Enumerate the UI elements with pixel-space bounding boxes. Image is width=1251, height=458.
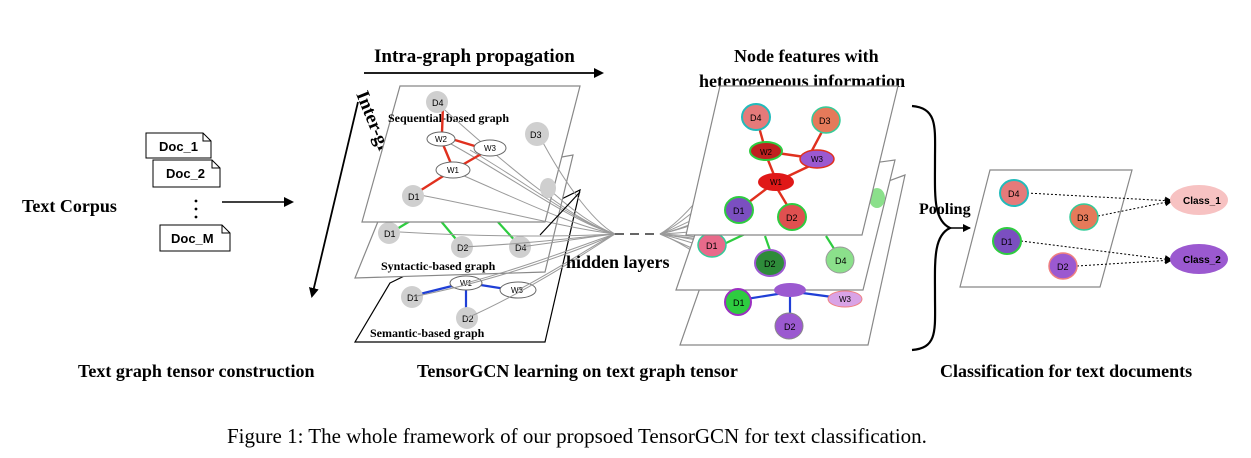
- text-corpus-label: Text Corpus: [22, 196, 117, 216]
- svg-text:D2: D2: [784, 322, 796, 332]
- svg-text:Class_2: Class_2: [1183, 255, 1221, 266]
- svg-text:D4: D4: [515, 243, 527, 253]
- propagation-fan: [399, 102, 616, 319]
- doc-m-label: Doc_M: [171, 231, 214, 246]
- doc-1-label: Doc_1: [159, 139, 198, 154]
- sequential-node-d1: [402, 185, 424, 207]
- sequential-node-d3: [525, 122, 549, 146]
- intra-graph-label: Intra-graph propagation: [374, 46, 575, 67]
- svg-text:D1: D1: [407, 293, 419, 303]
- svg-text:W1: W1: [770, 178, 783, 187]
- svg-text:D2: D2: [764, 259, 776, 269]
- inter-graph-arrow: [308, 101, 359, 298]
- doc-2-label: Doc_2: [166, 166, 205, 181]
- ellipsis-dots: [194, 199, 198, 219]
- svg-text:D2: D2: [786, 213, 798, 223]
- node-features-line1: Node features with: [734, 46, 879, 66]
- svg-text:D1: D1: [1001, 237, 1013, 247]
- classification-plane: [959, 169, 1133, 288]
- section-construction-label: Text graph tensor construction: [78, 361, 315, 381]
- svg-text:D2: D2: [462, 314, 474, 324]
- svg-text:D4: D4: [835, 256, 847, 266]
- classification-edges: [1020, 192, 1173, 267]
- svg-text:D3: D3: [1077, 213, 1089, 223]
- pooling-label: Pooling: [919, 201, 971, 218]
- svg-text:W3: W3: [811, 155, 824, 164]
- sequential-node-w1: [435, 161, 471, 179]
- svg-text:D1: D1: [733, 298, 745, 308]
- sequential-node-d4: [426, 91, 448, 113]
- classification-nodes: D4 D3 D1 D2: [992, 179, 1099, 280]
- sequential-node-partial: [540, 178, 556, 198]
- doc-2-icon: Doc_2: [152, 159, 221, 188]
- class-1-node: Class_1: [1170, 185, 1228, 215]
- sequential-graph-label: Sequential-based graph: [388, 111, 509, 125]
- back-plane-corner: [539, 191, 581, 236]
- svg-text:W3: W3: [511, 286, 524, 295]
- section-classification-label: Classification for text documents: [940, 361, 1192, 381]
- sequential-nodes: D4 D3 W2 W3 W1 D1: [402, 91, 556, 207]
- svg-text:W1: W1: [460, 279, 473, 288]
- svg-text:D2: D2: [457, 243, 469, 253]
- svg-text:D4: D4: [1008, 189, 1020, 199]
- feature-back-graph: D1 W3 D2: [724, 283, 863, 340]
- syntactic-graph-label: Syntactic-based graph: [381, 259, 496, 273]
- svg-text:D4: D4: [750, 113, 762, 123]
- svg-text:D2: D2: [1057, 262, 1069, 272]
- svg-text:D3: D3: [819, 116, 831, 126]
- svg-text:D1: D1: [733, 206, 745, 216]
- svg-text:W3: W3: [839, 295, 852, 304]
- doc-1-icon: Doc_1: [145, 132, 212, 159]
- section-learning-label: TensorGCN learning on text graph tensor: [417, 361, 738, 381]
- feature-middle-graph: D1 D2 D4: [697, 188, 885, 277]
- svg-text:W2: W2: [760, 148, 773, 157]
- hidden-layers-label: hidden layers: [566, 252, 670, 272]
- syntactic-node-d1: [378, 222, 400, 244]
- svg-text:D4: D4: [432, 98, 444, 108]
- doc-m-icon: Doc_M: [159, 224, 231, 252]
- svg-text:D3: D3: [530, 130, 542, 140]
- figure-caption: Figure 1: The whole framework of our pro…: [227, 424, 927, 448]
- feature-front-nodes: D4 D3 W2 W3 W1 D1 D2: [724, 103, 841, 231]
- svg-text:D1: D1: [706, 241, 718, 251]
- svg-text:W1: W1: [447, 166, 460, 175]
- pooling-brace: [911, 104, 953, 352]
- class-2-node: Class_2: [1170, 244, 1228, 274]
- semantic-graph-label: Semantic-based graph: [370, 326, 485, 340]
- svg-text:W3: W3: [484, 144, 497, 153]
- svg-text:D1: D1: [384, 229, 396, 239]
- svg-text:W2: W2: [435, 135, 448, 144]
- sequential-node-w3: [473, 139, 507, 157]
- svg-text:D1: D1: [408, 192, 420, 202]
- sequential-node-w2: [426, 131, 456, 147]
- svg-text:Class_1: Class_1: [1183, 196, 1221, 207]
